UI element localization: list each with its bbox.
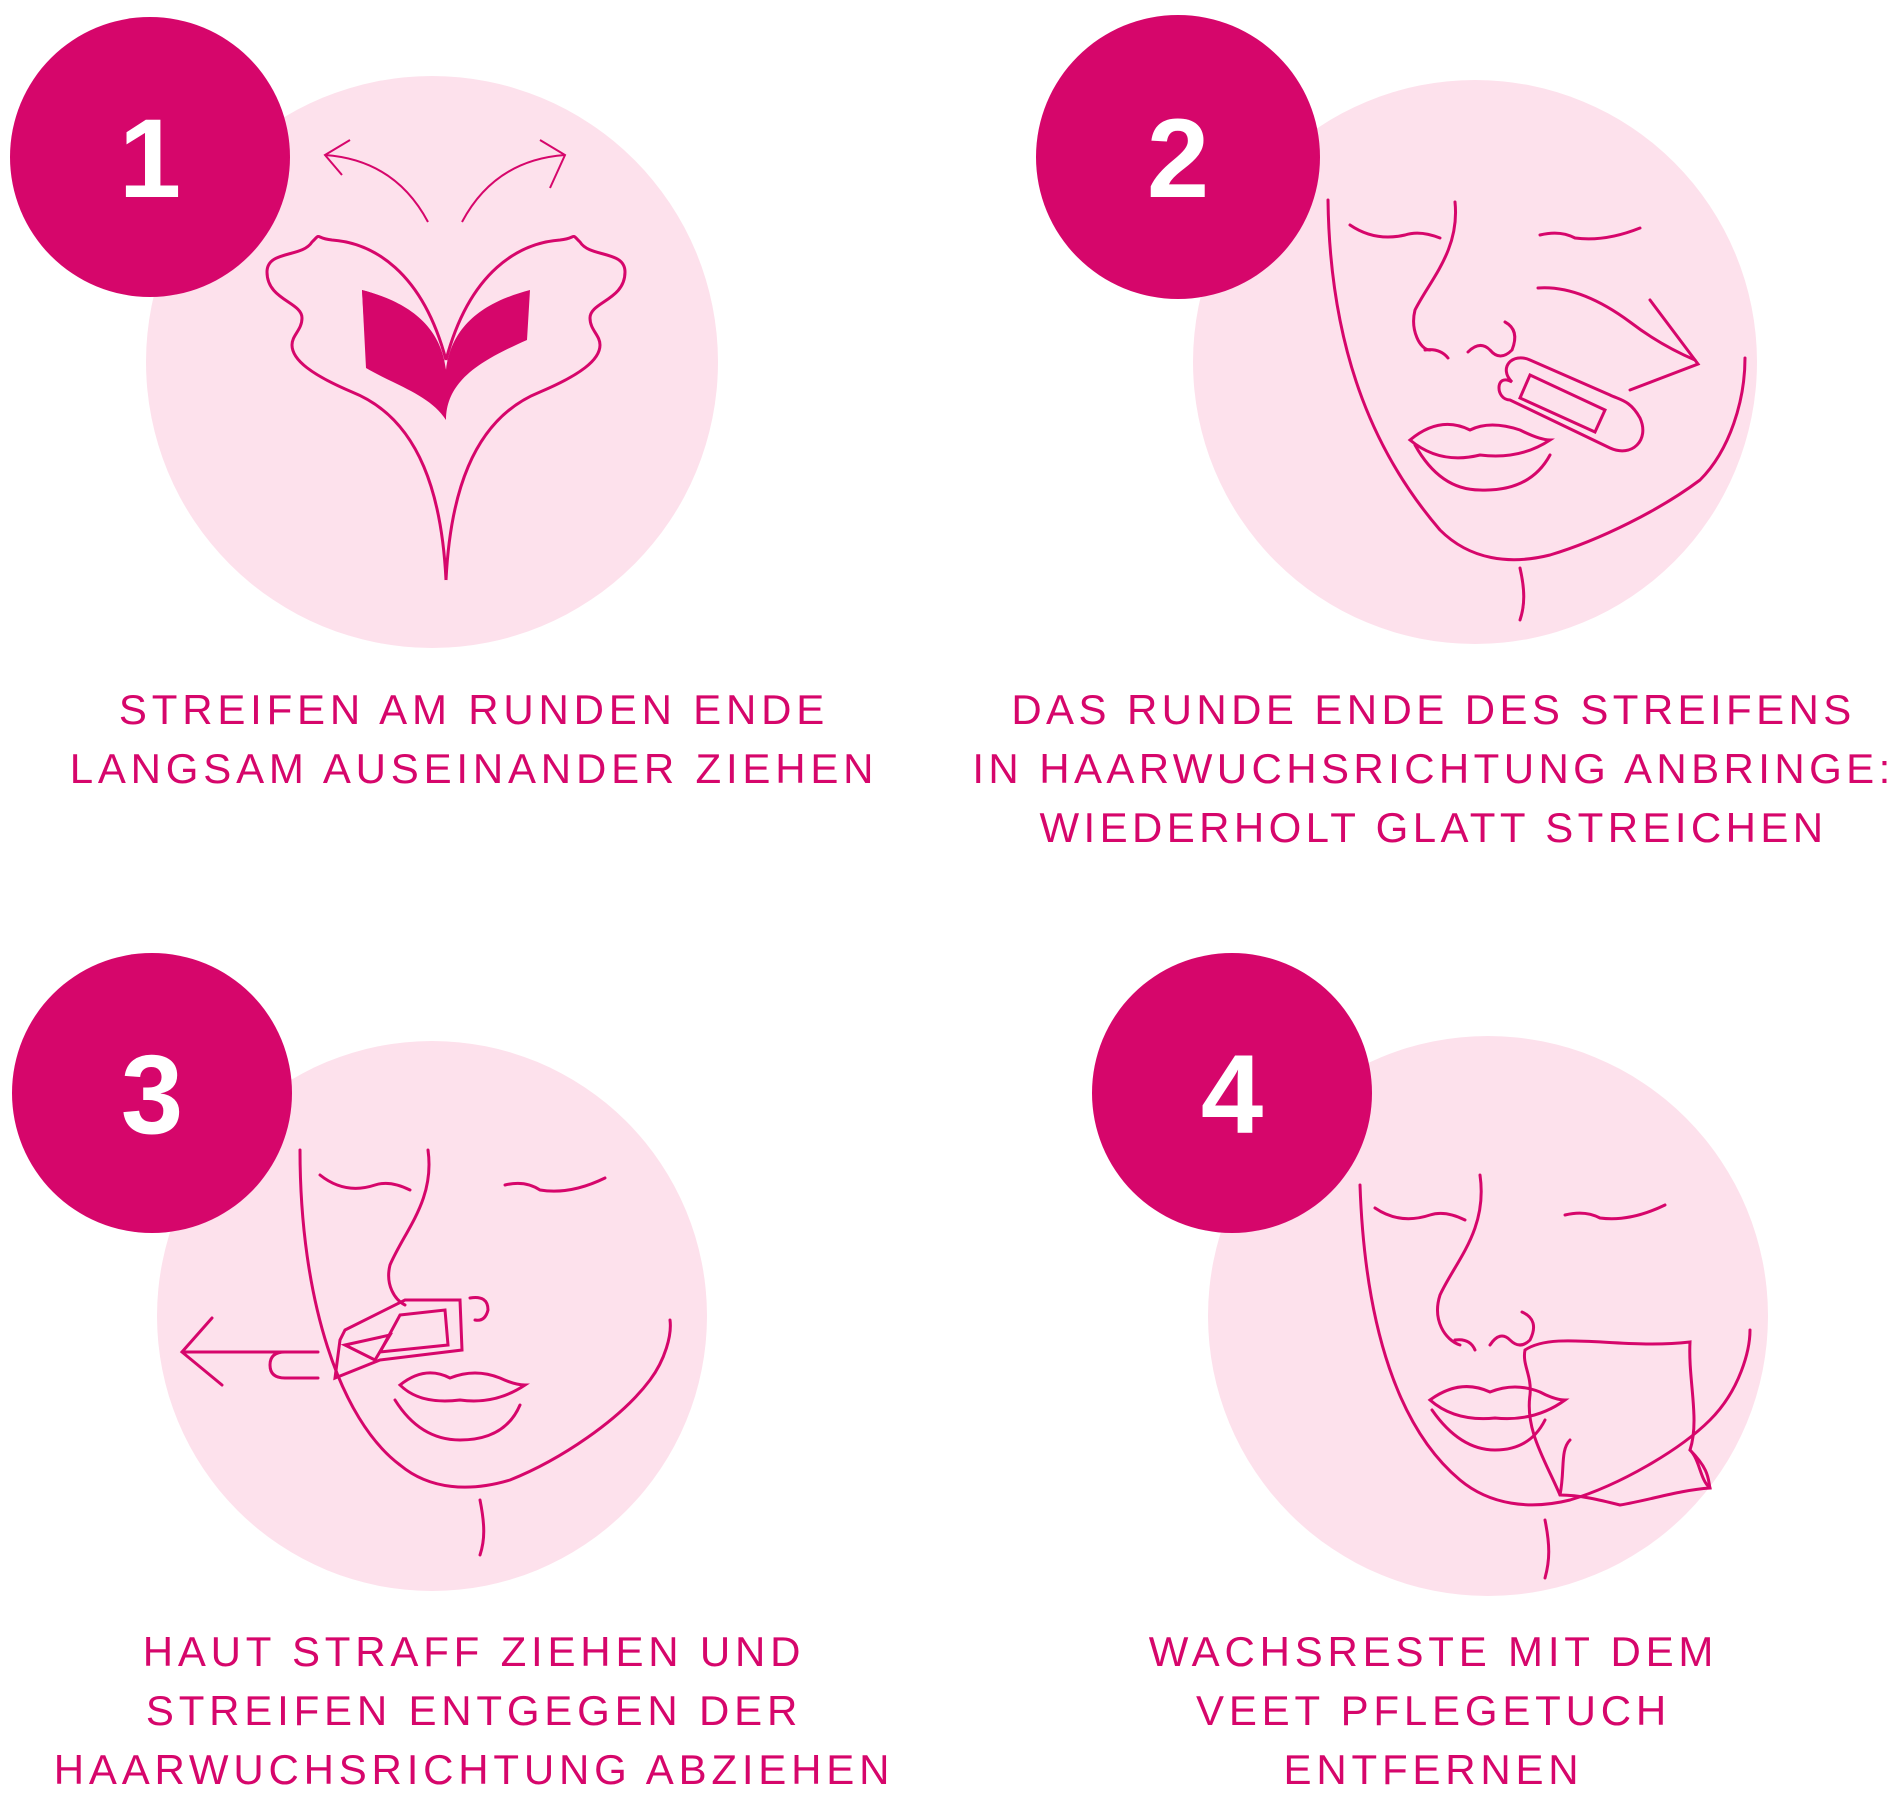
step-4-background-circle bbox=[1208, 1036, 1768, 1596]
step-2-number-badge bbox=[1036, 15, 1320, 299]
step-4-caption-line: ENTFERNEN bbox=[1283, 1746, 1584, 1793]
step-3-number-badge bbox=[12, 953, 292, 1233]
step-4-caption-line: WACHSRESTE MIT DEM bbox=[1148, 1628, 1719, 1675]
step-1-illustration: 1 bbox=[10, 17, 718, 648]
step-3-caption-line: STREIFEN ENTGEGEN DER bbox=[145, 1687, 803, 1734]
step-1-caption: STREIFEN AM RUNDEN ENDE LANGSAM AUSEINAN… bbox=[0, 680, 948, 798]
step-1-number-badge bbox=[10, 17, 290, 297]
step-4-illustration: 4 bbox=[1092, 953, 1768, 1596]
step-1-number: 1 bbox=[119, 96, 181, 221]
step-4-number: 4 bbox=[1201, 1032, 1263, 1157]
step-3-caption-line: HAUT STRAFF ZIEHEN UND bbox=[142, 1628, 806, 1675]
step-2-caption-line: DAS RUNDE ENDE DES STREIFENS bbox=[1011, 686, 1856, 733]
wax-strip-icon bbox=[265, 234, 627, 581]
face-icon bbox=[1326, 198, 1747, 622]
step-3-background-circle bbox=[157, 1041, 707, 1591]
step-2-background-circle bbox=[1193, 80, 1757, 644]
step-1-caption-line: LANGSAM AUSEINANDER ZIEHEN bbox=[69, 745, 879, 792]
wax-strip-icon bbox=[1497, 356, 1645, 453]
step-4-number-badge bbox=[1092, 953, 1372, 1233]
arrow-left-icon bbox=[179, 1316, 320, 1387]
face-icon bbox=[179, 1148, 672, 1557]
step-4-caption-line: VEET PFLEGETUCH bbox=[1196, 1687, 1671, 1734]
step-2-number: 2 bbox=[1147, 96, 1209, 221]
step-2-illustration: 2 bbox=[1036, 15, 1757, 644]
wipe-cloth-icon bbox=[1522, 1339, 1712, 1507]
step-3-illustration: 3 bbox=[12, 953, 707, 1591]
wax-strip-icon bbox=[333, 1298, 464, 1381]
step-2-caption-line: IN HAARWUCHSRICHTUNG ANBRINGE: bbox=[972, 745, 1895, 792]
arrows-apart-icon bbox=[323, 139, 567, 223]
step-3-number: 3 bbox=[121, 1032, 183, 1157]
step-3-caption: HAUT STRAFF ZIEHEN UND STREIFEN ENTGEGEN… bbox=[0, 1622, 948, 1799]
step-3-caption-line: HAARWUCHSRICHTUNG ABZIEHEN bbox=[53, 1746, 895, 1793]
face-icon bbox=[1358, 1173, 1752, 1580]
step-1-caption-line: STREIFEN AM RUNDEN ENDE bbox=[118, 686, 830, 733]
step-2-caption: DAS RUNDE ENDE DES STREIFENS IN HAARWUCH… bbox=[970, 680, 1897, 857]
step-4-caption: WACHSRESTE MIT DEM VEET PFLEGETUCH ENTFE… bbox=[970, 1622, 1897, 1799]
step-2-caption-line: WIEDERHOLT GLATT STREICHEN bbox=[1039, 804, 1828, 851]
